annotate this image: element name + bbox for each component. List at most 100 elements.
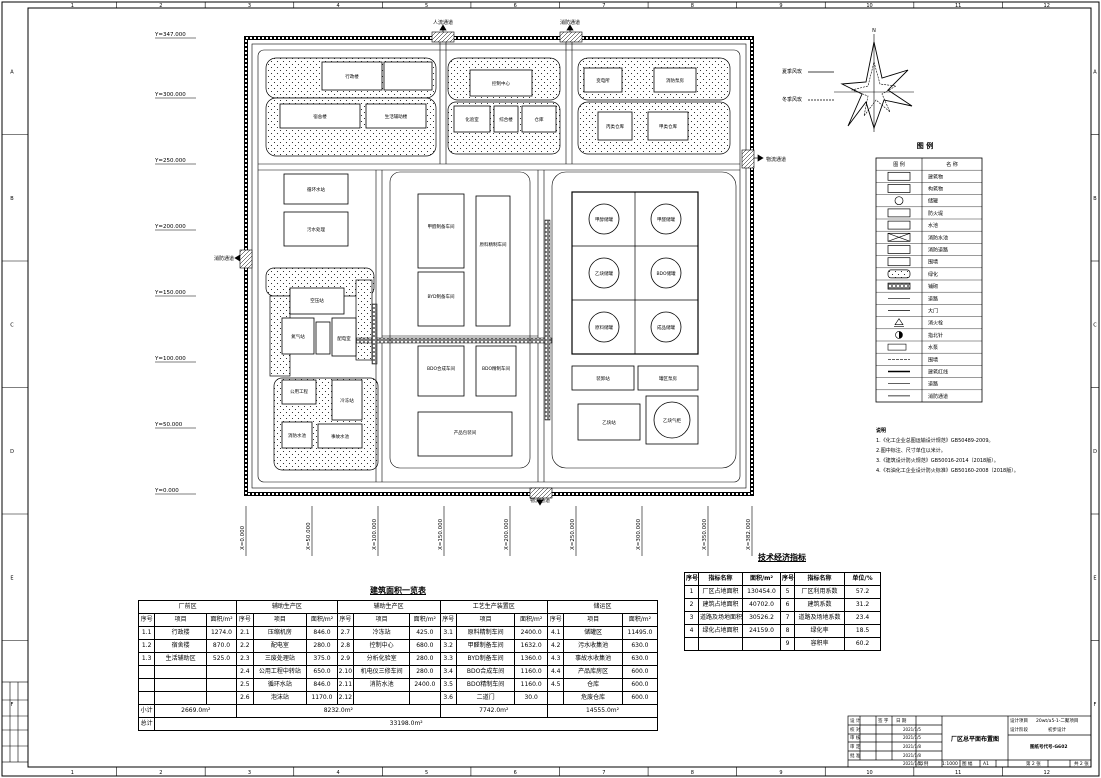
svg-text:BDO精制车间: BDO精制车间: [482, 365, 511, 372]
area-table-cell: 630.0: [621, 639, 659, 653]
tech-table-cell: 建筑系数: [794, 598, 845, 612]
tech-table-cell: 指标名称: [794, 572, 845, 586]
area-table-cell: 2.2: [236, 639, 254, 653]
area-table-cell: 2.8: [336, 639, 355, 653]
top-buildings: [279, 61, 697, 141]
area-sub-header: 面积/m²: [205, 613, 238, 627]
svg-text:图 幅: 图 幅: [962, 760, 973, 767]
frame-col-label: 1: [71, 770, 74, 776]
svg-text:比 例: 比 例: [918, 760, 929, 767]
tech-index-title: 技术经济指标: [758, 553, 806, 562]
svg-text:罐区泵房: 罐区泵房: [659, 375, 677, 382]
tech-table-cell: 序号: [684, 572, 699, 586]
svg-text:共 2 张: 共 2 张: [1074, 760, 1089, 767]
frame-col-label: 11: [955, 770, 961, 776]
area-table-cell: [154, 665, 207, 679]
svg-text:变电所: 变电所: [596, 77, 610, 84]
frame-col-label: 5: [425, 770, 428, 776]
x-coordinate-label: X=150.000: [438, 518, 444, 550]
area-sub-header: 序号: [547, 613, 565, 627]
area-table-cell: 3.2: [439, 639, 457, 653]
area-table-cell: 控制中心: [353, 639, 411, 653]
svg-text:宿舍楼: 宿舍楼: [313, 113, 327, 120]
area-table-cell: 2.11: [336, 678, 355, 692]
tank-farm-road: [551, 171, 737, 469]
frame-row-label: A: [1093, 69, 1097, 75]
svg-text:产品包装间: 产品包装间: [454, 429, 477, 436]
svg-text:冷冻站: 冷冻站: [340, 397, 354, 404]
area-table-cell: 三废处理站: [252, 652, 308, 666]
tech-table-cell: 24159.0: [742, 624, 781, 638]
area-table-cell: 2400.0: [409, 678, 441, 692]
frame-row-label: A: [10, 69, 14, 75]
area-table-cell: [409, 691, 441, 705]
area-sub-header: 面积/m²: [621, 613, 659, 627]
legend-item-label: 消防通道: [928, 393, 948, 400]
pipe-rack-horizontal: [355, 337, 553, 344]
svg-text:循环水站: 循环水站: [307, 186, 325, 193]
area-table-cell: 1360.0: [514, 652, 549, 666]
svg-text:2021/1/12: 2021/1/12: [903, 761, 924, 766]
x-coordinate-label: X=250.000: [570, 518, 576, 550]
area-table-cell: 2.4: [236, 665, 254, 679]
area-table-cell: 846.0: [306, 678, 338, 692]
legend-item-label: 水池: [928, 222, 938, 229]
svg-text:2.图中标注、尺寸单位以米计。: 2.图中标注、尺寸单位以米计。: [876, 447, 946, 454]
frame-col-label: 9: [779, 770, 782, 776]
area-table-cell: 1.2: [137, 639, 156, 653]
area-table-cell: 4.3: [547, 652, 565, 666]
svg-text:审 定: 审 定: [850, 743, 861, 750]
legend-item-label: 建筑红线: [928, 369, 948, 376]
area-table-cell: [137, 691, 156, 705]
tech-table-cell: 31.2: [844, 598, 881, 612]
area-table-cell: 4.2: [547, 639, 565, 653]
revision-block: [1, 681, 29, 763]
area-total-value: 33198.0m²: [154, 717, 658, 731]
frame-row-label: B: [1093, 196, 1097, 202]
legend-item-label: 消火栓: [928, 320, 943, 327]
frame-row-label: D: [10, 449, 14, 455]
gate-right: [741, 149, 755, 169]
svg-text:空压站: 空压站: [310, 297, 324, 304]
area-subtotal-label: 小计: [137, 704, 156, 718]
frame-col-label: 2: [159, 770, 162, 776]
tech-table-cell: 130454.0: [742, 585, 781, 599]
area-table-cell: 11495.0: [621, 626, 659, 640]
frame-col-label: 12: [1044, 3, 1050, 9]
area-table-cell: 4.5: [547, 678, 565, 692]
svg-text:1.《化工企业总图运输设计规范》GB50489-2009。: 1.《化工企业总图运输设计规范》GB50489-2009。: [876, 437, 994, 444]
process-labels: 甲醛制备车间 原料精制车间 BYD制备车间 BDO合成车间 BDO精制车间 产品…: [427, 223, 511, 436]
area-table-cell: 2.6: [236, 691, 254, 705]
area-group-header: 厂前区: [137, 600, 238, 614]
area-subtotal-value: 7742.0m²: [439, 704, 549, 718]
svg-text:BYD制备车间: BYD制备车间: [427, 293, 455, 300]
svg-text:20wt/a5-1-二聚项目: 20wt/a5-1-二聚项目: [1036, 718, 1078, 724]
svg-text:化验室: 化验室: [465, 116, 479, 123]
legend-header: 图 例: [893, 161, 905, 168]
tank-grid: [572, 192, 698, 354]
area-table-cell: BYD制备车间: [455, 652, 516, 666]
area-table-cell: 2.1: [236, 626, 254, 640]
tech-table-cell: 序号: [780, 572, 795, 586]
tech-table-cell: 厂区占地面积: [698, 585, 743, 599]
area-table-cell: 630.0: [621, 652, 659, 666]
gate-bottom: [529, 487, 553, 499]
area-table-cell: 2.5: [236, 678, 254, 692]
y-coordinate-label: Y=300.000: [154, 92, 186, 98]
pipe-rack-link: [371, 303, 378, 365]
frame-col-label: 1: [71, 3, 74, 9]
svg-text:生活辅助楼: 生活辅助楼: [385, 113, 408, 120]
svg-text:公用工程: 公用工程: [290, 388, 308, 395]
area-table-cell: 1632.0: [514, 639, 549, 653]
area-sub-header: 序号: [439, 613, 457, 627]
